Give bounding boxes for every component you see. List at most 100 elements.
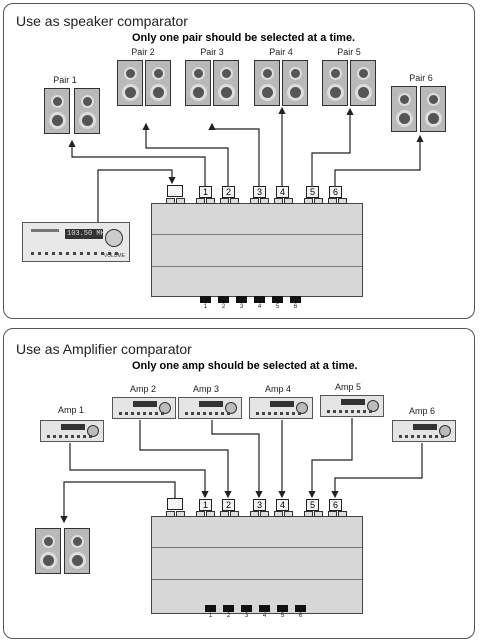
selector-button: [236, 296, 247, 303]
button-number-2: 2: [226, 613, 231, 619]
pair-4-label: Pair 4: [269, 47, 293, 57]
output-jack: [250, 198, 259, 204]
output-jack: [284, 511, 293, 517]
switch-label-1: 1: [199, 499, 212, 511]
output-jack: [338, 511, 347, 517]
pair-6-label: Pair 6: [409, 73, 433, 83]
amplifier-icon: [320, 395, 384, 417]
speaker-icon: [322, 60, 348, 106]
wire-amp-2: [139, 420, 232, 499]
button-number-1: 1: [203, 304, 208, 310]
tuner-volume-label: VOLUME: [103, 253, 125, 259]
speaker-icon: [391, 86, 417, 132]
selector-button: [290, 296, 301, 303]
switch-box: [151, 516, 363, 614]
wire-pair-3: [208, 122, 260, 186]
speaker-icon: [350, 60, 376, 106]
selector-button: [295, 605, 306, 612]
input-jack: [166, 511, 175, 517]
output-jack: [220, 511, 229, 517]
output-jack: [230, 511, 239, 517]
wire-amp-1: [69, 443, 209, 499]
pair-2-label: Pair 2: [131, 47, 155, 57]
amplifier-section-note: Only one amp should be selected at a tim…: [132, 360, 358, 372]
tuner-display: 103.50 MHz: [67, 230, 110, 238]
amplifier-icon: [392, 420, 456, 442]
switch-label-1: 1: [199, 186, 212, 198]
speaker-icon: [117, 60, 143, 106]
wire-pair-2: [142, 122, 229, 186]
output-jack: [196, 198, 205, 204]
speaker-icon: [420, 86, 446, 132]
button-number-5: 5: [275, 304, 280, 310]
switch-label-3: 3: [253, 499, 266, 511]
button-number-3: 3: [239, 304, 244, 310]
speaker-section-note: Only one pair should be selected at a ti…: [132, 32, 356, 44]
switch-box: [151, 203, 363, 297]
switch-label-3: 3: [253, 186, 266, 198]
switch-label-4: 4: [276, 499, 289, 511]
button-number-2: 2: [221, 304, 226, 310]
amp-1-label: Amp 1: [57, 405, 84, 415]
wire-pair-6: [334, 134, 424, 186]
output-jack: [260, 198, 269, 204]
input-jack: [176, 511, 185, 517]
switch-label-2: 2: [222, 499, 235, 511]
button-number-6: 6: [293, 304, 298, 310]
button-number-4: 4: [257, 304, 262, 310]
output-jack: [206, 198, 215, 204]
output-jack: [304, 511, 313, 517]
speaker-section-title: Use as speaker comparator: [16, 13, 188, 29]
speaker-icon: [35, 528, 61, 574]
button-number-1: 1: [208, 613, 213, 619]
amplifier-icon: [178, 397, 242, 419]
output-jack: [304, 198, 313, 204]
switch-label-4: 4: [276, 186, 289, 198]
output-jack: [314, 198, 323, 204]
amplifier-icon: [249, 397, 313, 419]
selector-button: [259, 605, 270, 612]
wire-output-to-speakers: [60, 481, 176, 524]
wire-amp-3: [211, 420, 263, 499]
amplifier-icon: [112, 397, 176, 419]
wire-pair-1: [68, 139, 206, 186]
pair-1-label: Pair 1: [53, 75, 77, 85]
switch-label-5: 5: [306, 186, 319, 198]
wire-pair-5: [311, 107, 354, 186]
switch-label-5: 5: [306, 499, 319, 511]
speaker-icon: [64, 528, 90, 574]
amp-6-label: Amp 6: [408, 406, 435, 416]
switch-label-6: 6: [329, 499, 342, 511]
input-jack: [176, 198, 185, 204]
output-jack: [284, 198, 293, 204]
output-jack: [206, 511, 215, 517]
speaker-icon: [213, 60, 239, 106]
output-jack: [230, 198, 239, 204]
pair-5-label: Pair 5: [337, 47, 361, 57]
selector-button: [205, 605, 216, 612]
speaker-icon: [44, 88, 70, 134]
switch-label-6: 6: [329, 186, 342, 198]
amp-4-label: Amp 4: [264, 384, 291, 394]
speaker-icon: [282, 60, 308, 106]
selector-button: [254, 296, 265, 303]
selector-button: [200, 296, 211, 303]
input-jack: [166, 198, 175, 204]
output-jack: [338, 198, 347, 204]
output-jack: [250, 511, 259, 517]
wire-source-to-input: [97, 169, 176, 222]
amplifier-section-title: Use as Amplifier comparator: [16, 341, 192, 357]
selector-button: [223, 605, 234, 612]
output-jack: [328, 511, 337, 517]
speaker-icon: [74, 88, 100, 134]
selector-button: [218, 296, 229, 303]
button-number-3: 3: [244, 613, 249, 619]
selector-button: [241, 605, 252, 612]
output-jack: [220, 198, 229, 204]
input-connector: [167, 185, 183, 197]
button-number-4: 4: [262, 613, 267, 619]
output-jack: [314, 511, 323, 517]
speaker-icon: [254, 60, 280, 106]
wire-amp-5: [308, 418, 353, 499]
